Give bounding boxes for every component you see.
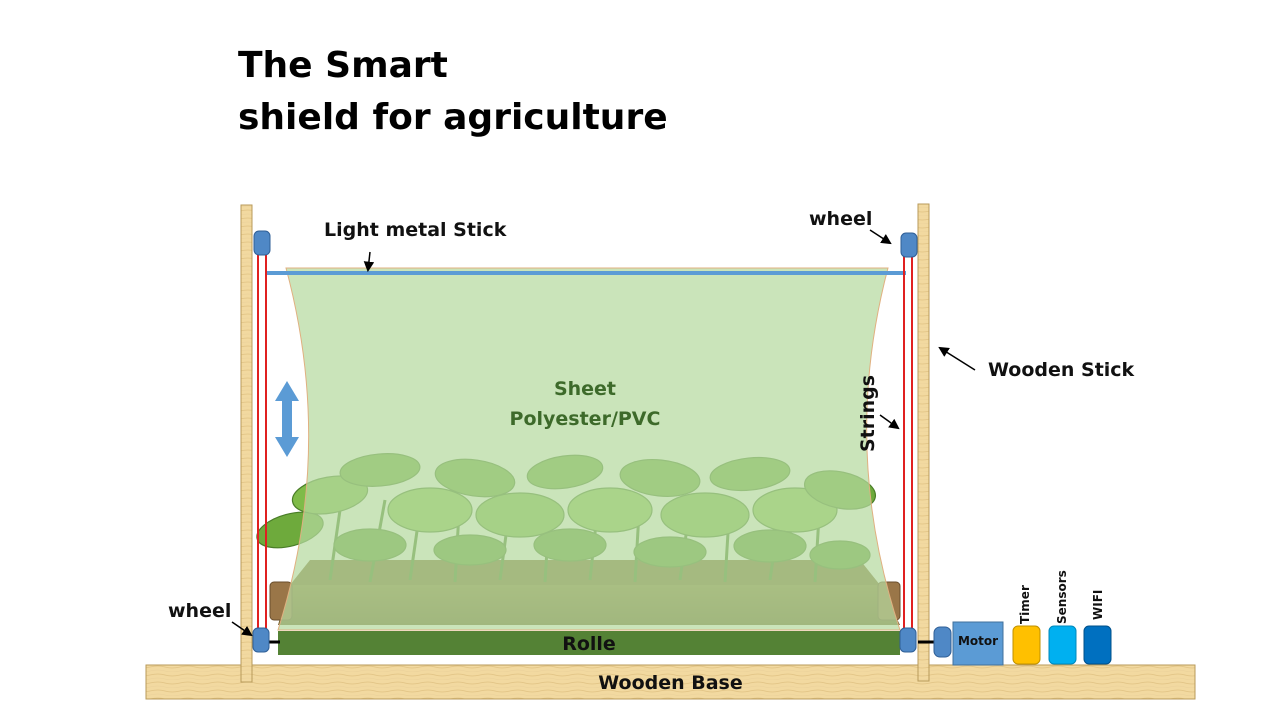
wheels bbox=[252, 230, 918, 653]
sheet bbox=[277, 267, 901, 631]
motor-box bbox=[952, 621, 1004, 666]
light-metal-stick-label: Light metal Stick bbox=[324, 219, 507, 241]
timer-label: Timer bbox=[1018, 585, 1032, 624]
up-down-arrow-icon bbox=[275, 381, 299, 457]
strings bbox=[257, 235, 913, 645]
wifi-label: WIFI bbox=[1091, 589, 1105, 620]
motor-label: Motor bbox=[957, 634, 999, 648]
page-title: The Smart shield for agriculture bbox=[238, 40, 668, 144]
title-line-1: The Smart bbox=[238, 45, 448, 86]
timer-box bbox=[1012, 625, 1041, 665]
sensors-label: Sensors bbox=[1055, 570, 1069, 624]
rolle-label: Rolle bbox=[562, 633, 616, 655]
rolle bbox=[278, 631, 900, 655]
wooden-base bbox=[145, 664, 1196, 700]
sheet-label-1: Sheet bbox=[553, 378, 617, 400]
sensors-box bbox=[1048, 625, 1077, 665]
wheel-top-label: wheel bbox=[809, 208, 873, 230]
strings-label: Strings bbox=[857, 374, 879, 452]
wheel-bottom-label: wheel bbox=[168, 600, 232, 622]
wifi-box bbox=[1083, 625, 1112, 665]
wooden-stick-left bbox=[240, 204, 253, 683]
wooden-base-label: Wooden Base bbox=[598, 672, 743, 694]
wooden-stick-label: Wooden Stick bbox=[988, 359, 1135, 381]
title-line-2: shield for agriculture bbox=[238, 97, 668, 138]
sheet-label-2: Polyester/PVC bbox=[509, 408, 661, 430]
wooden-stick-right bbox=[917, 203, 930, 682]
annotation-arrows bbox=[231, 229, 976, 637]
motor-wheel bbox=[933, 626, 952, 658]
